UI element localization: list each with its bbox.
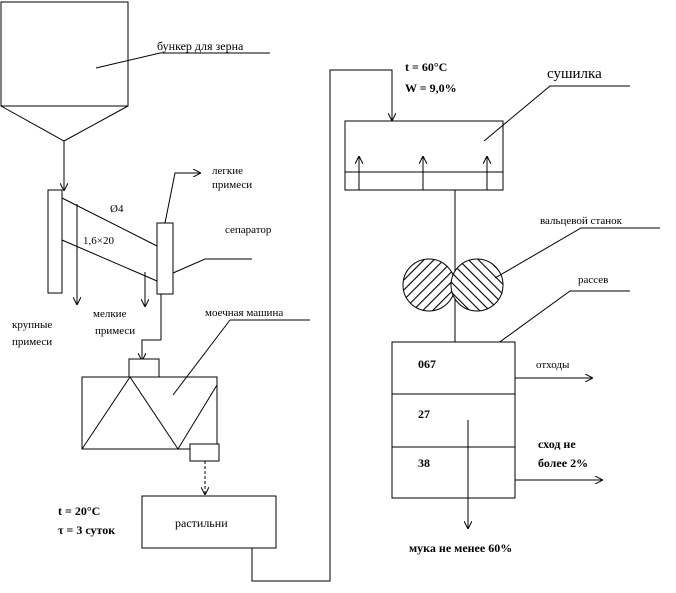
roller-left (402, 258, 456, 312)
roller-right (450, 258, 504, 312)
hopper-label: бункер для зерна (157, 39, 244, 53)
hopper-cone (0, 105, 129, 142)
dryer-label: сушилка (547, 66, 602, 82)
upper-sieve (61, 197, 158, 247)
overflow-label-2: более 2% (538, 456, 588, 470)
separator (47, 173, 252, 306)
coarse-impurities-label-2: примеси (12, 336, 52, 348)
sifter-label: рассев (578, 274, 608, 286)
grain-hopper (0, 1, 129, 190)
washer-label: моечная машина (205, 307, 283, 319)
sprouting-beds-label: растильни (175, 516, 228, 530)
separator-leader-line (172, 258, 252, 274)
lower-sieve (61, 239, 158, 282)
separator-right-column (156, 222, 174, 295)
hopper-body (0, 1, 129, 107)
light-impurities-label-2: примеси (212, 179, 252, 191)
slot-size-label: 1,6×20 (83, 235, 114, 247)
sifter-body (391, 341, 516, 499)
sieve-3-label: 38 (418, 456, 430, 470)
roller-mill (402, 258, 504, 312)
washer-feed-arrow (142, 339, 161, 360)
drying-temperature: t = 60°C (405, 60, 447, 74)
drying-moisture: W = 9,0% (405, 81, 457, 95)
soak-duration: τ = 3 суток (58, 523, 115, 537)
fine-impurities-label-2: примеси (95, 325, 135, 337)
dryer-leader-line (483, 85, 630, 142)
fine-impurities-label-1: мелкие (93, 308, 127, 320)
washer-hopper (128, 358, 160, 378)
dryer (344, 120, 504, 191)
washer-outlet (189, 443, 220, 462)
hopper-leader-line (95, 52, 161, 69)
roller-mill-leader-line (494, 227, 660, 279)
separator-label: сепаратор (225, 224, 272, 236)
roller-mill-label: вальцевой станок (540, 215, 623, 227)
sifter (391, 341, 516, 499)
hole-diameter-label: Ø4 (110, 203, 124, 215)
light-impurities-label-1: легкие (212, 165, 243, 177)
overflow-label-1: сход не (538, 437, 576, 451)
coarse-impurities-label-1: крупные (12, 319, 52, 331)
washer-body (81, 376, 218, 450)
waste-label: отходы (536, 359, 570, 371)
soak-temperature: t = 20°C (58, 504, 100, 518)
sifter-leader-line (489, 290, 630, 350)
light-outlet-arrow (164, 173, 200, 224)
sieve-2-label: 27 (418, 407, 430, 421)
flour-yield-label: мука не менее 60% (409, 541, 512, 555)
washer-auger (81, 376, 218, 450)
transport-line-to-dryer (251, 69, 392, 582)
separator-left-column (47, 189, 63, 294)
sieve-1-label: 067 (418, 357, 436, 371)
washing-machine (81, 358, 220, 462)
sprouting-beds-box (141, 495, 277, 549)
washer-leader-line (172, 319, 231, 396)
dryer-body (344, 120, 504, 191)
